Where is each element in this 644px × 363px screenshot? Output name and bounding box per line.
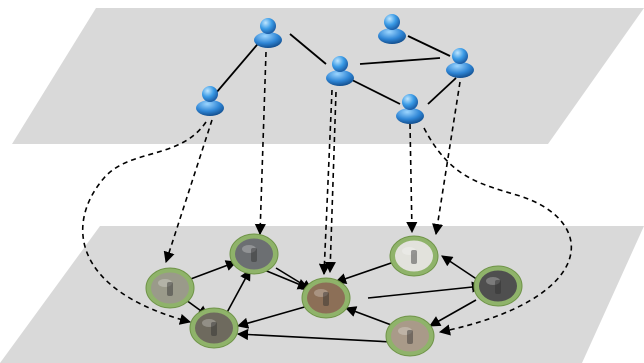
photo-thumbnail-icon [189, 307, 239, 349]
user-icon [396, 94, 424, 124]
image-link-arrow [429, 299, 477, 327]
cross-layer-arrow [324, 91, 337, 274]
user-link [359, 57, 441, 65]
photo-thumbnail-icon [389, 235, 439, 277]
image-link-arrow [236, 328, 393, 343]
image-link-arrow [236, 305, 309, 329]
user-icon [378, 14, 406, 44]
photo-thumbnail-icon [385, 315, 435, 357]
user-links [209, 31, 457, 105]
user-link [351, 79, 401, 105]
user-nodes [196, 14, 474, 124]
image-link-arrow [367, 281, 484, 299]
image-link-arrow [187, 260, 238, 281]
cross-layer-arrow [406, 123, 418, 234]
cross-layer-arrow [82, 121, 207, 325]
cross-layer-links [82, 51, 573, 336]
image-link-arrow [441, 255, 479, 281]
cross-layer-arrow [423, 127, 573, 336]
cross-layer-arrow [254, 51, 267, 236]
image-nodes [145, 233, 523, 357]
user-link [427, 77, 457, 105]
user-icon [326, 56, 354, 86]
user-link [289, 33, 327, 65]
user-link [407, 35, 451, 57]
image-link-arrow [223, 269, 251, 319]
photo-thumbnail-icon [145, 267, 195, 309]
user-icon [196, 86, 224, 116]
cross-layer-arrow [318, 89, 333, 276]
image-link-arrow [344, 306, 395, 327]
user-icon [254, 18, 282, 48]
image-link-arrow [334, 261, 395, 285]
photo-thumbnail-icon [301, 277, 351, 319]
cross-layer-arrow [432, 81, 461, 236]
photo-thumbnail-icon [473, 265, 523, 307]
cross-layer-arrow [163, 119, 213, 264]
user-icon [446, 48, 474, 78]
photo-thumbnail-icon [229, 233, 279, 275]
